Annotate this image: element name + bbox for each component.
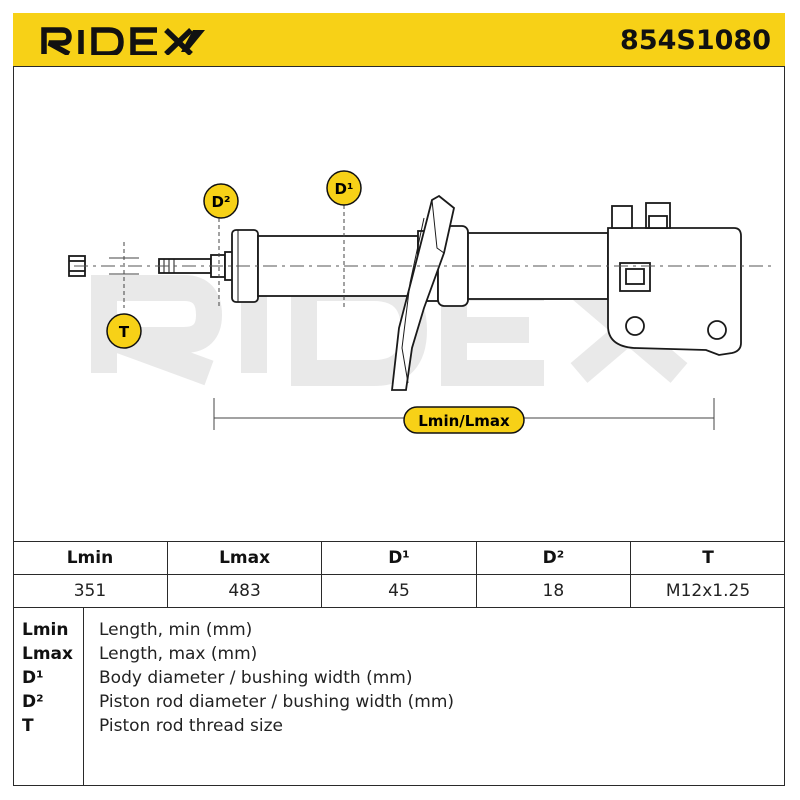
label-d2: D² <box>203 183 239 219</box>
label-length: Lmin/Lmax <box>403 406 525 434</box>
spec-value-row: 351 483 45 18 M12x1.25 <box>13 574 785 608</box>
svg-text:D¹: D¹ <box>334 180 353 198</box>
legend-desc: Piston rod thread size <box>99 716 284 736</box>
part-number: 854S1080 <box>620 25 771 56</box>
spec-header-row: Lmin Lmax D¹ D² T <box>13 541 785 575</box>
legend-divider <box>83 607 84 786</box>
legend-desc: Length, min (mm) <box>99 620 253 640</box>
ridex-watermark <box>91 275 688 386</box>
spec-header-lmin: Lmin <box>13 541 168 575</box>
svg-text:D²: D² <box>211 193 230 211</box>
label-d1: D¹ <box>326 170 362 206</box>
shock-absorber-diagram: D¹ D² T Lmin/Lmax <box>68 170 774 434</box>
spec-header-d1: D¹ <box>321 541 477 575</box>
legend-item: D² Piston rod diameter / bushing width (… <box>13 690 785 714</box>
knuckle-bracket <box>607 202 742 356</box>
legend-key: T <box>22 716 34 736</box>
legend-key: D¹ <box>22 668 44 688</box>
legend-item: Lmax Length, max (mm) <box>13 642 785 666</box>
spec-header-lmax: Lmax <box>166 541 323 575</box>
legend-key: Lmin <box>22 620 69 640</box>
legend: Lmin Length, min (mm) Lmax Length, max (… <box>13 607 785 786</box>
legend-desc: Body diameter / bushing width (mm) <box>99 668 413 688</box>
spec-value-lmin: 351 <box>13 574 168 608</box>
legend-item: Lmin Length, min (mm) <box>13 618 785 642</box>
legend-item: D¹ Body diameter / bushing width (mm) <box>13 666 785 690</box>
spec-value-d2: 18 <box>475 574 632 608</box>
legend-desc: Piston rod diameter / bushing width (mm) <box>99 692 455 712</box>
legend-item: T Piston rod thread size <box>13 714 785 738</box>
legend-key: Lmax <box>22 644 73 664</box>
legend-key: D² <box>22 692 44 712</box>
spec-value-d1: 45 <box>321 574 477 608</box>
spec-table: Lmin Lmax D¹ D² T 351 483 45 18 M12x1.25 <box>13 541 785 608</box>
spec-value-t: M12x1.25 <box>630 574 785 608</box>
spec-header-d2: D² <box>475 541 632 575</box>
legend-desc: Length, max (mm) <box>99 644 258 664</box>
label-t: T <box>106 313 142 349</box>
ridex-logo <box>41 27 205 55</box>
svg-text:T: T <box>119 323 130 341</box>
spec-value-lmax: 483 <box>166 574 323 608</box>
spec-header-t: T <box>630 541 785 575</box>
spring-seat <box>390 194 456 391</box>
svg-text:Lmin/Lmax: Lmin/Lmax <box>418 412 510 430</box>
header-bar: 854S1080 <box>13 13 785 67</box>
